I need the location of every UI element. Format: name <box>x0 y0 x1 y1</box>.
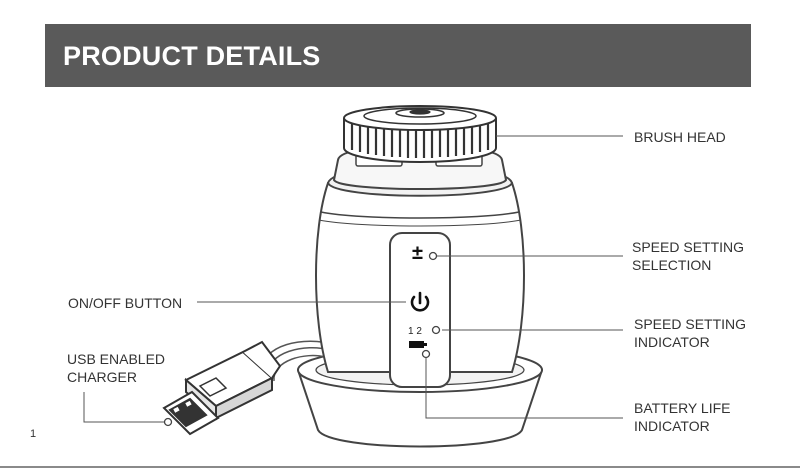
header-band: PRODUCT DETAILS <box>45 24 751 87</box>
leader-lines <box>83 135 623 423</box>
label-usb-charger-line2: CHARGER <box>67 369 138 385</box>
brush-head <box>343 105 497 163</box>
battery-icon <box>409 341 427 348</box>
label-usb-charger-line1: USB ENABLED <box>67 351 166 367</box>
label-speed-selection-line2: SELECTION <box>632 257 712 273</box>
indicator-dots <box>163 251 441 427</box>
page-title: PRODUCT DETAILS <box>63 41 321 71</box>
label-battery-line1: BATTERY LIFE <box>634 400 731 416</box>
label-battery-line2: INDICATOR <box>634 418 710 434</box>
power-icon <box>410 291 430 312</box>
usb-plug <box>162 340 282 436</box>
label-speed-indicator-line1: SPEED SETTING <box>634 316 747 332</box>
page-number: 1 <box>30 428 37 440</box>
label-speed-indicator-line2: INDICATOR <box>634 334 710 350</box>
bottom-divider <box>0 466 800 468</box>
label-on-off-button: ON/OFF BUTTON <box>68 295 183 311</box>
label-brush-head: BRUSH HEAD <box>634 129 726 145</box>
plus-minus-icon: ± <box>412 242 423 264</box>
label-speed-selection-line1: SPEED SETTING <box>632 239 745 255</box>
speed-level-numbers: 1 2 <box>408 326 422 337</box>
